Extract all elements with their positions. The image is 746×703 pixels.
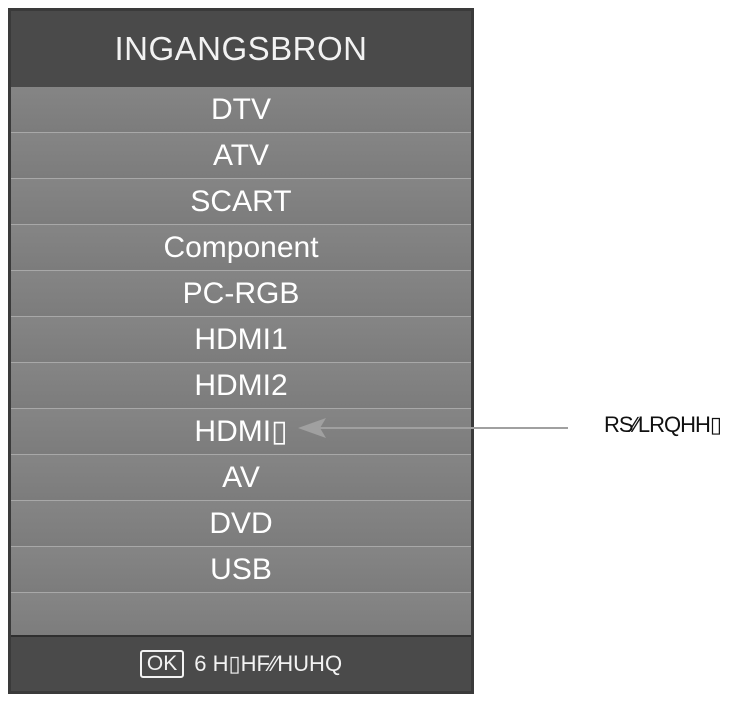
- source-item-scart[interactable]: SCART: [11, 179, 471, 225]
- empty-row: [11, 593, 471, 639]
- source-item-label: HDMI▯: [194, 415, 288, 448]
- source-item-label: HDMI1: [194, 322, 288, 356]
- source-item-av[interactable]: AV: [11, 455, 471, 501]
- menu-title: INGANGSBRON: [11, 11, 471, 87]
- source-item-label: DVD: [209, 506, 273, 540]
- source-item-pc-rgb[interactable]: PC-RGB: [11, 271, 471, 317]
- source-item-dtv[interactable]: DTV: [11, 87, 471, 133]
- source-item-component[interactable]: Component: [11, 225, 471, 271]
- callout-arrow-head: [298, 418, 326, 438]
- source-item-hdmi2[interactable]: HDMI2: [11, 363, 471, 409]
- callout-label: RS∕∕LRQHH▯: [604, 412, 722, 437]
- source-item-hdmi1[interactable]: HDMI1: [11, 317, 471, 363]
- source-item-dvd[interactable]: DVD: [11, 501, 471, 547]
- callout-arrow-icon: [298, 418, 568, 438]
- source-item-label: Component: [163, 230, 319, 264]
- source-item-label: SCART: [190, 184, 292, 218]
- source-item-label: ATV: [212, 138, 270, 172]
- menu-footer: OK 6 H▯HF∕∕HUHQ: [11, 635, 471, 691]
- source-item-label: HDMI2: [194, 368, 288, 402]
- input-source-menu: INGANGSBRON DTV ATV SCART Component PC-R…: [8, 8, 474, 694]
- source-item-label: AV: [222, 460, 260, 494]
- source-item-label: USB: [210, 552, 272, 586]
- ok-key-icon[interactable]: OK: [139, 650, 185, 678]
- source-list: DTV ATV SCART Component PC-RGB HDMI1 HDM…: [11, 87, 471, 639]
- source-item-atv[interactable]: ATV: [11, 133, 471, 179]
- footer-action-label: 6 H▯HF∕∕HUHQ: [194, 651, 343, 676]
- source-item-hdmi3[interactable]: HDMI▯: [11, 409, 471, 455]
- source-item-label: PC-RGB: [182, 276, 300, 310]
- source-item-usb[interactable]: USB: [11, 547, 471, 593]
- source-item-label: DTV: [211, 92, 271, 126]
